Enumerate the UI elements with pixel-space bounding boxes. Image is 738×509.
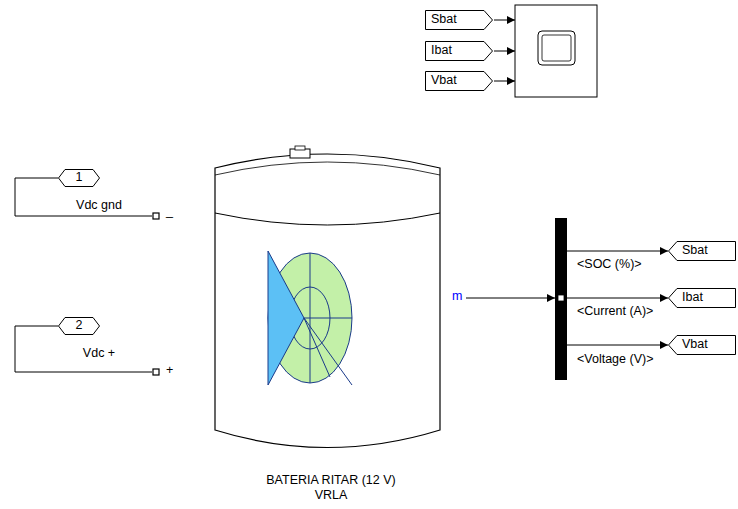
signal-label: <Current (A)> [577, 304, 653, 319]
connection-port: 1Vdc gnd [58, 169, 140, 215]
tag-name: Sbat [431, 12, 457, 27]
tag-name: Vbat [431, 73, 457, 88]
terminal-label: _ [166, 204, 173, 219]
bus-selector [555, 218, 567, 380]
port-name: Vdc + [58, 346, 140, 361]
tag-name: Ibat [682, 290, 703, 305]
scope-block [515, 5, 597, 97]
goto-tag: Sbat [668, 241, 736, 261]
battery-block: BATERIA RITAR (12 V) VRLA [152, 145, 510, 505]
port-name: Vdc gnd [58, 198, 140, 213]
port-number: 2 [58, 318, 100, 333]
battery-illustration [152, 145, 510, 505]
signal-label: <SOC (%)> [577, 257, 642, 272]
block-name: BATERIA RITAR (12 V) VRLA [251, 473, 411, 503]
tag-name: Sbat [682, 243, 708, 258]
tag-name: Vbat [682, 337, 708, 352]
connection-port: 2Vdc + [58, 317, 140, 363]
goto-tag: Sbat [425, 10, 493, 30]
goto-tag: Ibat [425, 41, 493, 61]
goto-tag: Ibat [668, 288, 736, 308]
port-number: 1 [58, 170, 100, 185]
goto-tag: Vbat [425, 71, 493, 91]
scope-wires [494, 20, 515, 81]
goto-tag: Vbat [668, 335, 736, 355]
signal-name: m [452, 289, 462, 304]
bus-wires [466, 251, 668, 345]
tag-name: Ibat [431, 43, 452, 58]
signal-label: <Voltage (V)> [577, 352, 653, 367]
terminal-label: + [166, 363, 173, 378]
